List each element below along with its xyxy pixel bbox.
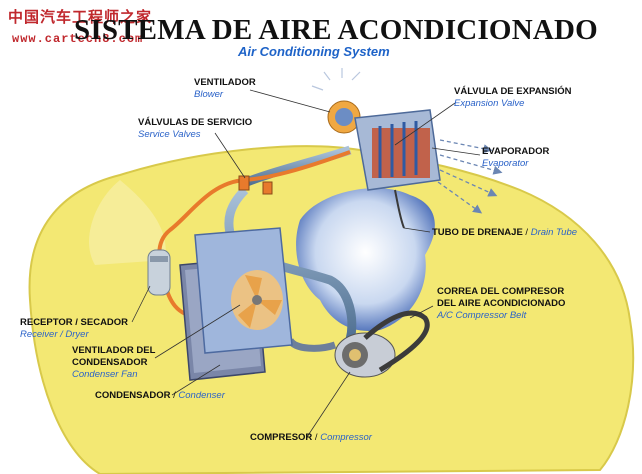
label-receiver-dryer-en: Receiver / Dryer bbox=[20, 329, 89, 340]
compressor-belt bbox=[363, 310, 430, 373]
label-condenser-fan: VENTILADOR DEL CONDENSADOR Condenser Fan bbox=[72, 345, 155, 381]
label-compressor-en: Compressor bbox=[320, 432, 372, 443]
label-expansion-valve-es: VÁLVULA DE EXPANSIÓN bbox=[454, 86, 572, 97]
label-compressor-belt-es1: CORREA DEL COMPRESOR bbox=[437, 286, 565, 297]
label-receiver-dryer: RECEPTOR / SECADOR Receiver / Dryer bbox=[20, 317, 128, 341]
label-drain-tube-es: TUBO DE DRENAJE bbox=[432, 227, 523, 238]
high-pressure-line bbox=[157, 150, 351, 263]
engine-block bbox=[296, 188, 435, 331]
label-compressor-belt: CORREA DEL COMPRESOR DEL AIRE ACONDICION… bbox=[437, 286, 565, 322]
label-compressor: COMPRESOR / Compressor bbox=[250, 432, 372, 444]
label-drain-tube-en: Drain Tube bbox=[530, 227, 578, 238]
label-evaporator-en: Evaporator bbox=[482, 158, 529, 169]
label-evaporator: EVAPORADOR Evaporator bbox=[482, 146, 549, 170]
label-expansion-valve-en: Expansion Valve bbox=[454, 98, 525, 109]
label-expansion-valve: VÁLVULA DE EXPANSIÓN Expansion Valve bbox=[454, 86, 572, 110]
label-condenser-fan-es2: CONDENSADOR bbox=[72, 357, 148, 368]
label-service-valves-en: Service Valves bbox=[138, 129, 201, 140]
compressor bbox=[334, 332, 396, 378]
label-condenser: CONDENSADOR / Condenser bbox=[95, 390, 225, 402]
evaporator bbox=[354, 109, 441, 191]
label-evaporator-es: EVAPORADOR bbox=[482, 146, 550, 157]
condenser-fan bbox=[231, 270, 283, 330]
label-drain-tube: TUBO DE DRENAJE / Drain Tube bbox=[432, 227, 577, 239]
label-compressor-belt-en: A/C Compressor Belt bbox=[437, 310, 527, 321]
leader-lines bbox=[131, 89, 481, 438]
drain-tube bbox=[394, 189, 405, 229]
label-condenser-fan-es1: VENTILADOR DEL bbox=[72, 345, 156, 356]
label-blower-en: Blower bbox=[194, 89, 224, 100]
evaporator-airflow bbox=[437, 139, 503, 214]
label-condenser-es: CONDENSADOR bbox=[95, 390, 171, 401]
receiver-dryer bbox=[147, 249, 171, 296]
label-service-valves: VÁLVULAS DE SERVICIO Service Valves bbox=[138, 117, 252, 141]
label-compressor-belt-es2: DEL AIRE ACONDICIONADO bbox=[437, 298, 566, 309]
blower bbox=[327, 100, 361, 134]
page-title: SISTEMA DE AIRE ACONDICIONADO bbox=[74, 14, 598, 46]
label-compressor-sep: / bbox=[312, 432, 321, 443]
label-service-valves-es: VÁLVULAS DE SERVICIO bbox=[138, 117, 253, 128]
service-valve bbox=[238, 175, 250, 191]
label-condenser-en: Condenser bbox=[178, 390, 225, 401]
service-valve-2 bbox=[262, 181, 273, 195]
label-blower: VENTILADOR Blower bbox=[194, 77, 256, 101]
watermark-chinese: 中国汽车工程师之家 bbox=[8, 8, 153, 26]
label-compressor-es: COMPRESOR bbox=[250, 432, 313, 443]
page-subtitle: Air Conditioning System bbox=[238, 44, 390, 59]
label-condenser-fan-en: Condenser Fan bbox=[72, 369, 138, 380]
car-windshield-shadow bbox=[89, 180, 166, 265]
label-drain-tube-sep: / bbox=[522, 227, 531, 238]
label-blower-es: VENTILADOR bbox=[194, 77, 256, 88]
label-condenser-sep: / bbox=[170, 390, 179, 401]
blower-airflow bbox=[311, 68, 361, 91]
watermark-url: www.cartech8.com bbox=[12, 32, 144, 46]
label-receiver-dryer-es: RECEPTOR / SECADOR bbox=[20, 317, 129, 328]
